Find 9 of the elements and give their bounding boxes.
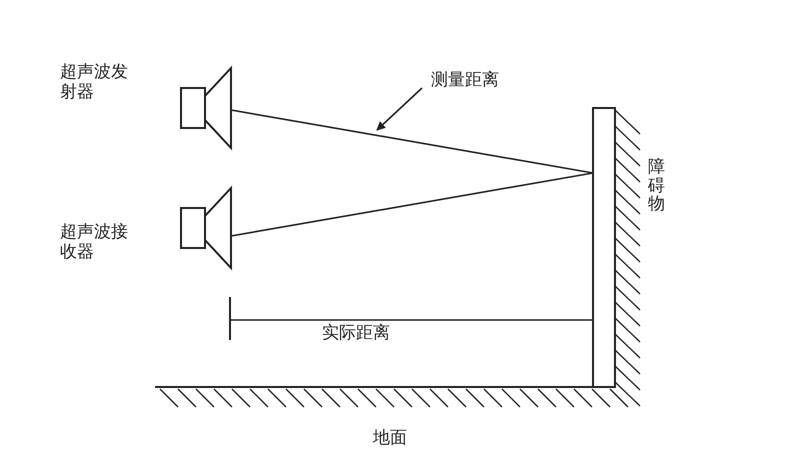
leader-arrow [376, 87, 423, 131]
dimension-label: 实际距离 [322, 323, 390, 343]
beam-line [230, 172, 594, 237]
component-label: 障碍物 [648, 158, 665, 214]
ground-label: 地面 [373, 428, 407, 448]
beam-line [230, 109, 594, 174]
component-label: 超声波发射器 [60, 62, 129, 102]
annotation-label: 测量距离 [431, 70, 500, 90]
component-label: 超声波接收器 [60, 222, 129, 262]
